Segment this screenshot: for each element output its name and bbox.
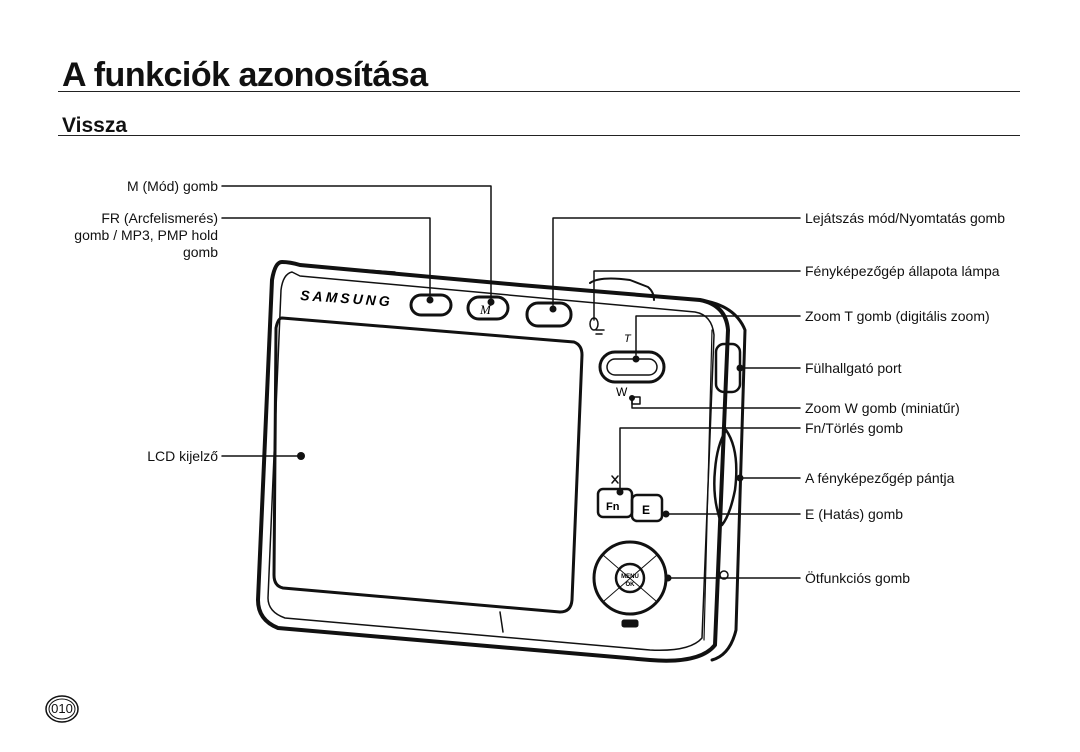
page-number: 010 <box>44 694 80 724</box>
label-fr-button: FR (Arcfelismerés) gomb / MP3, PMP hold … <box>74 210 218 260</box>
camera-body-outline <box>256 260 730 663</box>
mode-button <box>466 295 510 321</box>
playback-button <box>525 301 573 328</box>
callout-dots <box>297 296 744 582</box>
label-earphone-port: Fülhallgató port <box>805 360 902 376</box>
label-zoom-w: Zoom W gomb (miniatűr) <box>805 400 960 416</box>
menu-button-text: MENU <box>621 574 639 580</box>
label-zoom-t: Zoom T gomb (digitális zoom) <box>805 308 990 324</box>
zoom-rocker <box>598 350 666 384</box>
section-title: Vissza <box>62 114 127 137</box>
zoom-t-mark: T <box>624 333 632 345</box>
trash-icon <box>611 475 619 484</box>
ok-button-text: OK <box>626 582 636 588</box>
zoom-w-mark: W <box>616 385 628 399</box>
strap-holder <box>713 428 738 527</box>
fr-button <box>409 293 453 317</box>
title-rule <box>58 91 1020 92</box>
lcd-bezel <box>272 316 584 614</box>
mode-button-letter: M <box>479 302 492 317</box>
label-five-function: Ötfunkciós gomb <box>805 570 911 586</box>
label-e-button: E (Hatás) gomb <box>805 506 904 522</box>
page-number-text: 010 <box>51 701 73 716</box>
brand-logo: SAMSUNG <box>300 287 393 309</box>
section-rule <box>58 135 1020 136</box>
menu-ok-button <box>614 562 646 594</box>
page-title: A funkciók azonosítása <box>62 56 428 94</box>
label-mode-button: M (Mód) gomb <box>126 178 218 194</box>
print-icon <box>595 329 605 335</box>
label-strap: A fényképezőgép pántja <box>805 470 955 486</box>
label-playback-button: Lejátszás mód/Nyomtatás gomb <box>805 210 1005 226</box>
label-fn-delete: Fn/Törlés gomb <box>805 420 904 436</box>
label-lcd: LCD kijelző <box>147 448 218 464</box>
e-button-text: E <box>642 503 650 517</box>
fn-button-text: Fn <box>606 501 620 513</box>
callout-lines <box>221 185 801 579</box>
page-number-badge <box>45 695 79 723</box>
e-button <box>630 493 664 523</box>
label-status-lamp: Fényképezőgép állapota lámpa <box>805 263 1000 279</box>
